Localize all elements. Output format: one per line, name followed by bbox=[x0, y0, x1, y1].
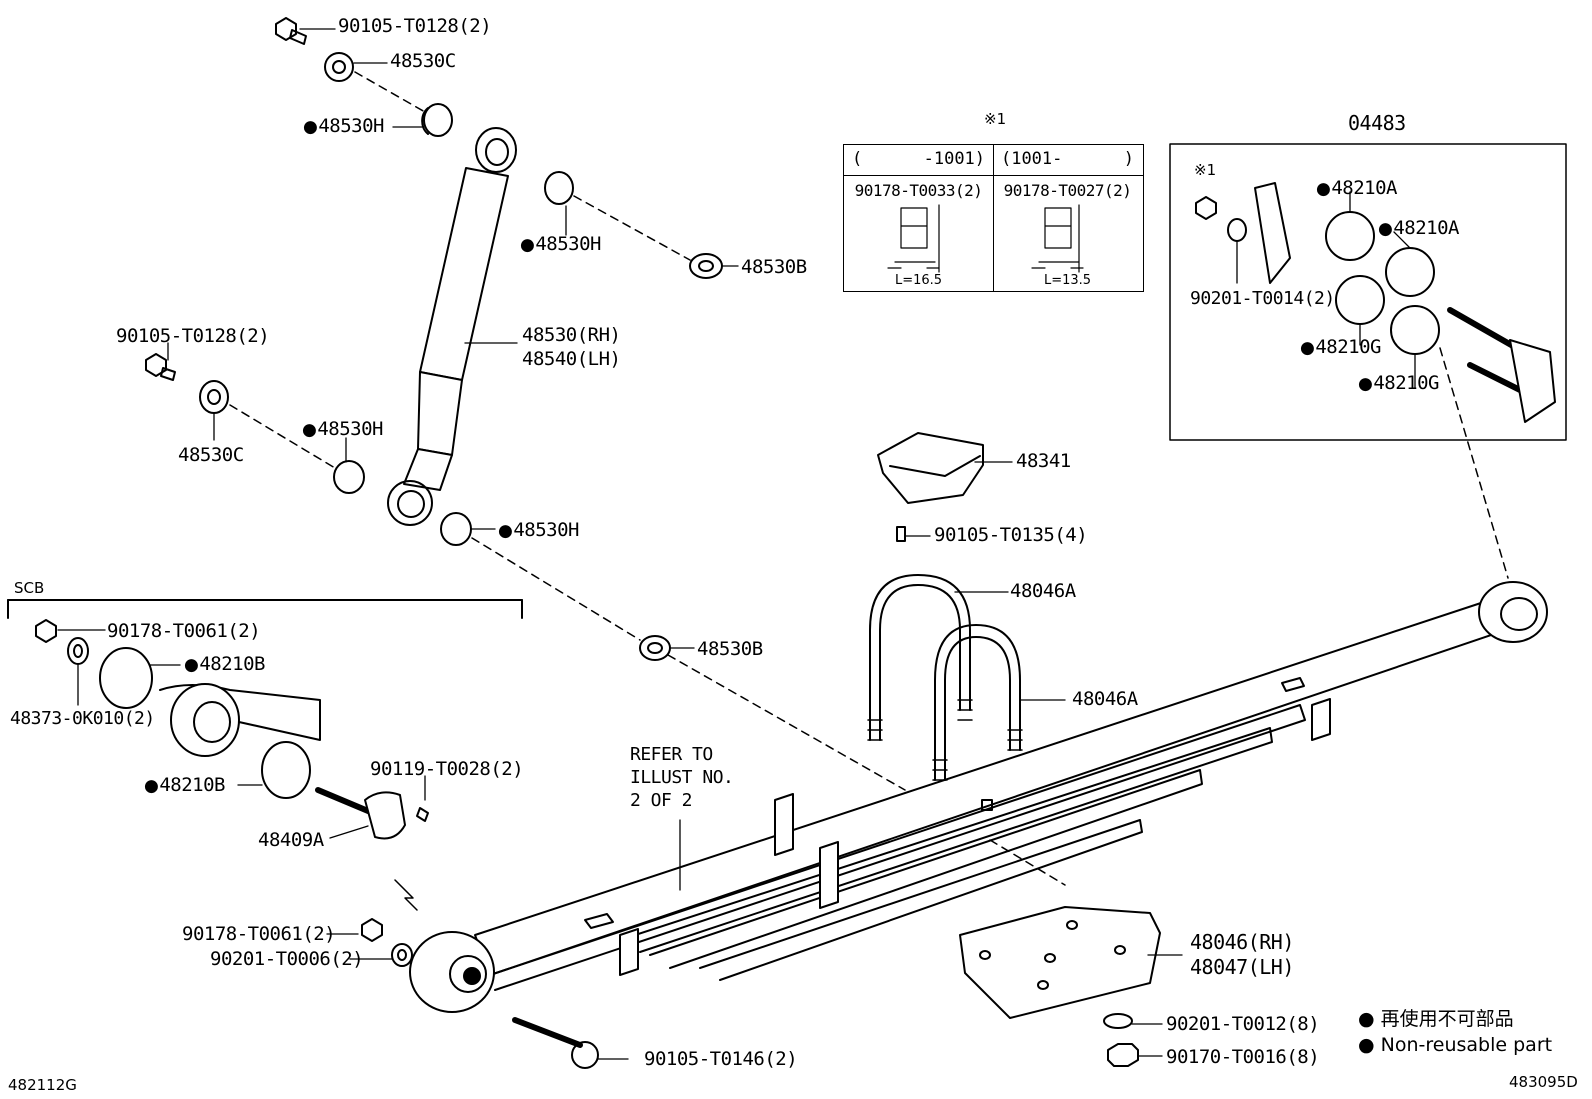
spring-seat bbox=[959, 906, 1161, 1067]
legend: ● 再使用不可部品 ● Non-reusable part bbox=[1358, 1006, 1552, 1058]
label-kit-washer: 90201-T0014(2) bbox=[1190, 288, 1335, 309]
label-scb-bushing-2: 48210B bbox=[144, 776, 225, 795]
leader-lines bbox=[57, 28, 1416, 1060]
date-range-table: ( -1001) 90178-T0033(2) L=16.5 (1001- ) … bbox=[843, 144, 1144, 292]
leaf-spring bbox=[409, 581, 1548, 1013]
legend-bullet-1: ● bbox=[1358, 1008, 1375, 1030]
shock-absorber bbox=[387, 127, 517, 526]
label-kit-bushing-g2: 48210G bbox=[1358, 374, 1439, 393]
footer-right-code: 483095D bbox=[1509, 1073, 1578, 1091]
label-scb-bushing-1: 48210B bbox=[184, 655, 265, 674]
label-bumper: 48341 bbox=[1016, 450, 1071, 472]
table-header-early: ( -1001) bbox=[851, 149, 986, 169]
scb-label: SCB bbox=[14, 579, 45, 597]
label-washer-left: 48530C bbox=[178, 444, 244, 466]
legend-en: Non-reusable part bbox=[1380, 1034, 1553, 1056]
label-washer-top: 48530C bbox=[390, 50, 456, 72]
table-note-mark: ※1 bbox=[984, 110, 1007, 128]
legend-bullet-2: ● bbox=[1358, 1034, 1375, 1056]
legend-jp: 再使用不可部品 bbox=[1380, 1008, 1514, 1030]
assembly-lines bbox=[229, 71, 1509, 886]
label-front-nut: 90178-T0061(2) bbox=[182, 923, 336, 945]
label-bushing-lower-right: 48530H bbox=[498, 521, 579, 540]
table-column-late: (1001- ) 90178-T0027(2) L=13.5 bbox=[993, 145, 1142, 291]
label-bolt-top: 90105-T0128(2) bbox=[338, 15, 492, 37]
footer-left-code: 482112G bbox=[8, 1076, 77, 1094]
label-front-bolt: 90105-T0146(2) bbox=[644, 1048, 798, 1070]
shock-lower-hardware bbox=[145, 353, 671, 661]
table-header-late: (1001- ) bbox=[1000, 149, 1135, 169]
label-bushing-mid-left: 48530H bbox=[302, 420, 383, 439]
kit-note-mark: ※1 bbox=[1194, 161, 1217, 179]
table-column-early: ( -1001) 90178-T0033(2) L=16.5 bbox=[844, 145, 994, 291]
label-kit-bushing-a1: 48210A bbox=[1316, 179, 1397, 198]
u-bolts bbox=[867, 574, 1023, 781]
label-bushing-top-left: 48530H bbox=[303, 117, 384, 136]
label-bolt-left: 90105-T0128(2) bbox=[116, 325, 270, 347]
table-part-early: 90178-T0033(2) bbox=[854, 181, 983, 200]
label-bushing-top-right: 48530H bbox=[520, 235, 601, 254]
front-bracket-hardware bbox=[7, 599, 599, 1069]
table-part-late: 90178-T0027(2) bbox=[1003, 181, 1132, 200]
label-bumper-bolt: 90105-T0135(4) bbox=[934, 524, 1088, 546]
label-retainer-top-right: 48530B bbox=[741, 256, 807, 278]
label-shock-lh: 48540(LH) bbox=[522, 348, 621, 370]
label-shock-rh: 48530(RH) bbox=[522, 324, 621, 346]
table-length-late: L=13.5 bbox=[1043, 273, 1092, 288]
label-seat-rh: 48046(RH) bbox=[1190, 930, 1294, 954]
label-scb-washer: 48373-0K010(2) bbox=[10, 708, 155, 729]
label-ubolt-2: 48046A bbox=[1072, 688, 1138, 710]
label-kit-bushing-a2: 48210A bbox=[1378, 219, 1459, 238]
label-scb-nut: 90178-T0061(2) bbox=[107, 620, 261, 642]
label-ubolt-1: 48046A bbox=[1010, 580, 1076, 602]
label-seat-washer: 90201-T0012(8) bbox=[1166, 1013, 1320, 1035]
kit-number: 04483 bbox=[1348, 111, 1406, 135]
refer-note: REFER TO ILLUST NO. 2 OF 2 bbox=[630, 744, 734, 811]
label-hanger: 48409A bbox=[258, 829, 324, 851]
label-kit-bushing-g1: 48210G bbox=[1300, 338, 1381, 357]
label-hanger-bolt: 90119-T0028(2) bbox=[370, 758, 524, 780]
label-seat-lh: 48047(LH) bbox=[1190, 955, 1294, 979]
table-length-early: L=16.5 bbox=[894, 273, 943, 288]
label-front-washer: 90201-T0006(2) bbox=[210, 948, 364, 970]
label-seat-nut: 90170-T0016(8) bbox=[1166, 1046, 1320, 1068]
label-retainer-lower: 48530B bbox=[697, 638, 763, 660]
table-fastener-sketches bbox=[887, 204, 1084, 273]
shock-upper-hardware bbox=[275, 17, 723, 279]
bump-stopper bbox=[877, 432, 984, 542]
